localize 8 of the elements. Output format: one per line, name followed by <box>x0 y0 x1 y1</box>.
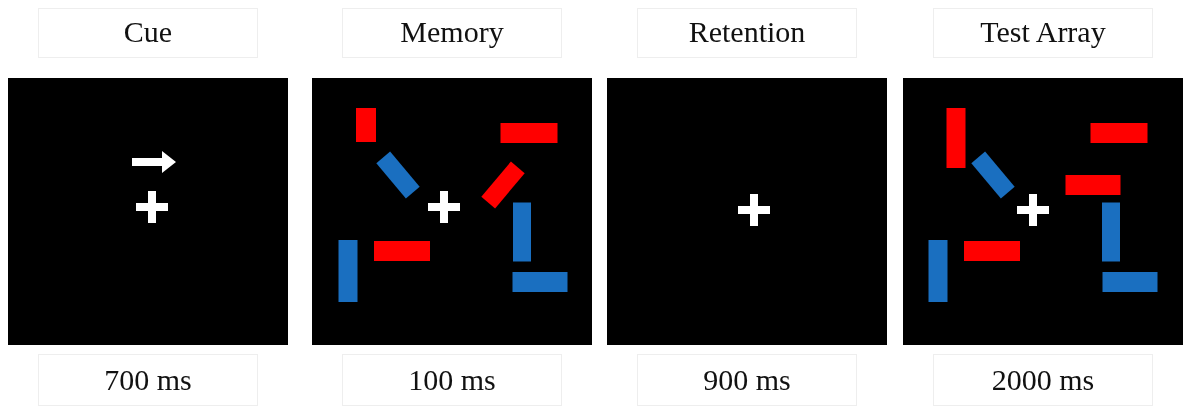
duration-label: 100 ms <box>342 354 562 406</box>
duration-label: 2000 ms <box>933 354 1153 406</box>
duration-label: 700 ms <box>38 354 258 406</box>
duration-label: 900 ms <box>637 354 857 406</box>
frame-title: Test Array <box>933 8 1153 58</box>
frame-title: Retention <box>637 8 857 58</box>
frame-title: Cue <box>38 8 258 58</box>
frame-title: Memory <box>342 8 562 58</box>
